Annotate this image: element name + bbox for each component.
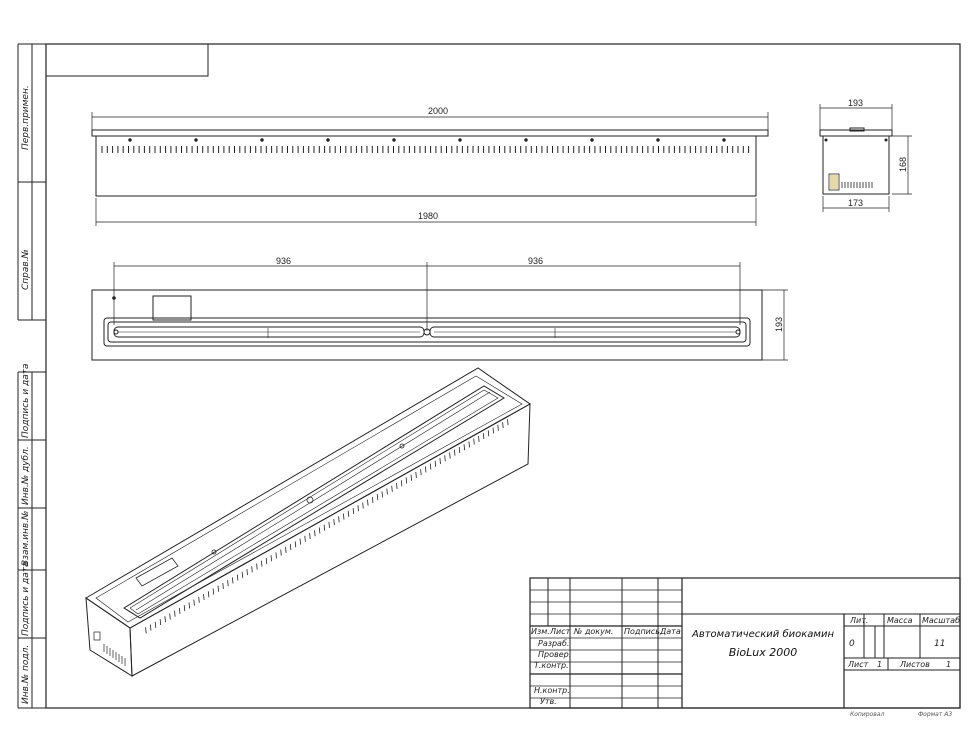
dim-inner-width: 1980	[418, 211, 438, 221]
col-doc: № докум.	[573, 627, 613, 636]
label-sheet: Лист	[847, 660, 869, 669]
role-tkontr: Т.контр.	[534, 661, 569, 670]
label-sheets: Листов	[899, 660, 930, 669]
margin-label-5: Подпись и дата	[21, 561, 31, 636]
col-izm: Изм.	[531, 627, 550, 636]
dim-side-height: 168	[898, 157, 908, 172]
margin-label-1: Справ.№	[21, 249, 31, 290]
isometric-view	[85, 367, 531, 677]
vent-slots	[101, 146, 750, 153]
title-block: Изм. Лист № докум. Подпись Дата Разраб. …	[529, 577, 961, 709]
margin-label-6: Инв.№ подл.	[21, 645, 31, 704]
col-date: Дата	[659, 627, 681, 636]
col-list: Лист	[549, 627, 571, 636]
doc-title-line2: BioLux 2000	[729, 646, 797, 659]
front-view: 2000 1980	[91, 106, 769, 226]
label-scale: Масштаб	[922, 616, 960, 625]
margin-label-4: Взам.инв.№	[21, 511, 31, 566]
col-sign: Подпись	[624, 627, 660, 636]
corner-stamp	[45, 43, 209, 77]
top-view: 936 936 193	[91, 256, 788, 361]
sheet-frame	[45, 43, 961, 709]
role-razrab: Разраб.	[538, 639, 569, 648]
dim-side-bottom: 173	[848, 198, 863, 208]
footer-format: Формат А3	[918, 711, 952, 718]
role-utv: Утв.	[540, 697, 557, 706]
doc-title-line1: Автоматический биокамин	[691, 628, 834, 640]
margin-label-0: Перв.примен.	[21, 85, 31, 150]
label-mass: Масса	[887, 616, 913, 625]
dim-side-top: 193	[848, 98, 863, 108]
label-lit: Лит.	[849, 616, 868, 625]
front-screws	[128, 138, 726, 142]
margin-label-2: Подпись и дата	[21, 363, 31, 438]
footer-copied: Копировал	[850, 711, 884, 718]
value-scale: 11	[934, 639, 945, 649]
role-nkontr: Н.контр.	[534, 686, 570, 695]
value-lit: 0	[849, 639, 855, 649]
iso-vent-slots	[145, 419, 509, 634]
role-prover: Провер.	[538, 650, 571, 659]
side-margin: Перв.примен. Справ.№ Подпись и дата Инв.…	[17, 43, 46, 709]
side-view: 193 168 173	[819, 98, 912, 212]
dim-top-depth: 193	[774, 317, 784, 332]
value-sheet: 1	[877, 660, 882, 669]
dim-half-right: 936	[528, 256, 543, 266]
value-sheets: 1	[946, 660, 951, 669]
dim-total-width: 2000	[428, 106, 448, 116]
dim-half-left: 936	[276, 256, 291, 266]
margin-label-3: Инв.№ дубл.	[21, 446, 31, 505]
